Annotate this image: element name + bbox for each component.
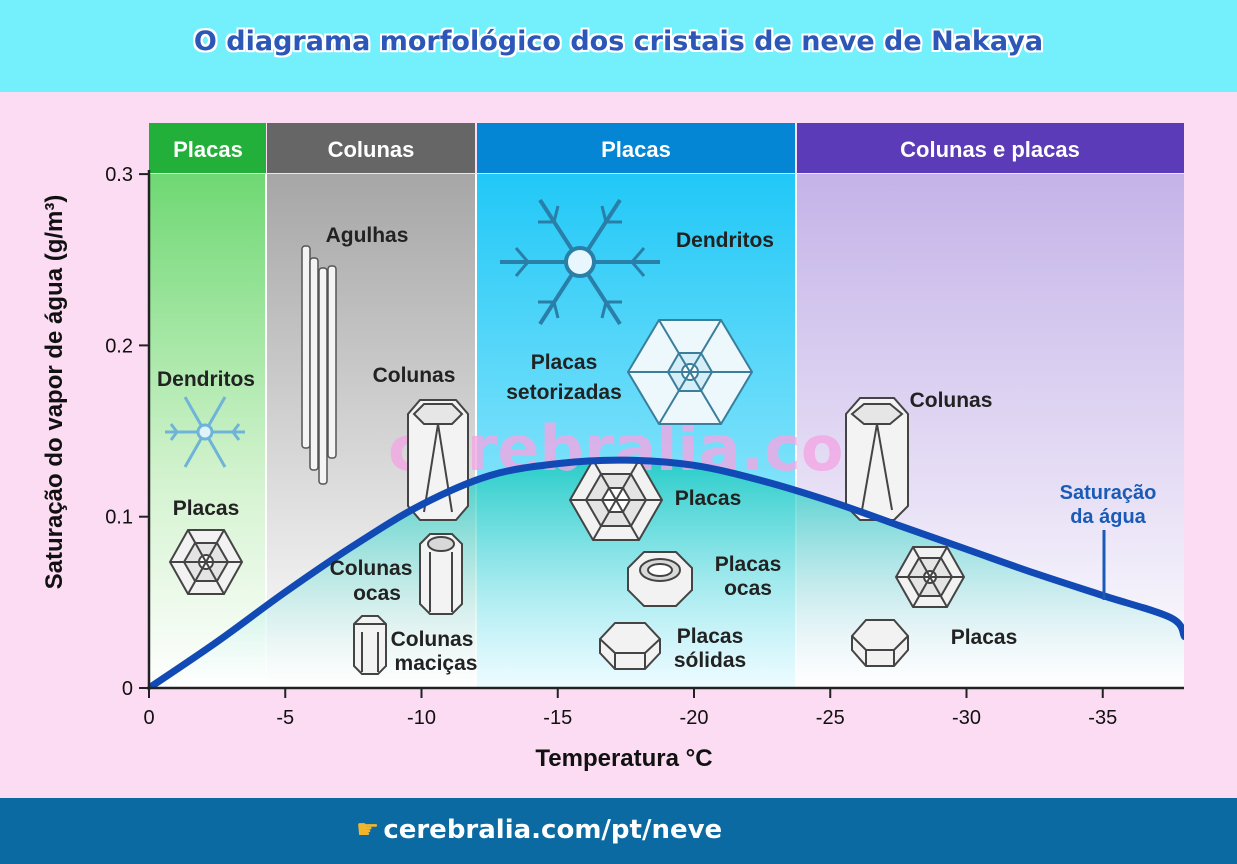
y-tick-label: 0.2 [105, 335, 133, 357]
label-placas-solidas-2: sólidas [674, 649, 746, 672]
hexagonal-plate-crystal-icon [168, 529, 244, 595]
dendrite-crystal-icon [165, 396, 245, 468]
saturation-label-line2: da água [1070, 506, 1146, 528]
zone-label-colunas: Colunas [328, 137, 415, 162]
label-placas-2: Placas [675, 487, 742, 510]
label-placas-solidas-1: Placas [677, 625, 744, 648]
y-axis-ticks: 0 0.1 0.2 0.3 [105, 164, 149, 700]
x-tick-label: 0 [143, 707, 154, 729]
needle-crystal-icon [301, 245, 337, 485]
watermark: cerebralia.com [388, 412, 908, 485]
zone-headers: Placas Colunas Placas Colunas e placas [149, 123, 1184, 173]
zone-header-placas-1 [149, 123, 266, 173]
x-tick-label: -10 [407, 707, 436, 729]
x-tick-label: -5 [276, 707, 294, 729]
zone-header-colunas-placas [797, 123, 1184, 173]
x-tick-label: -35 [1088, 707, 1117, 729]
label-colunas-2: Colunas [910, 389, 993, 412]
saturation-label-line1: Saturação [1060, 482, 1157, 504]
column-crystal-icon [407, 399, 469, 521]
label-colunas-ocas-2: ocas [353, 582, 401, 605]
label-colunas-ocas-1: Colunas [330, 557, 413, 580]
solid-plate-crystal-icon [599, 622, 661, 670]
x-tick-label: -30 [952, 707, 981, 729]
y-tick-label: 0.3 [105, 164, 133, 186]
hollow-column-crystal-icon [419, 533, 463, 615]
label-placas-ocas-1: Placas [715, 553, 782, 576]
y-tick-label: 0.1 [105, 507, 133, 529]
hexagonal-plate-crystal-icon [894, 546, 966, 608]
label-dendritos-2: Dendritos [676, 229, 774, 252]
label-colunas-macicas-1: Colunas [391, 628, 474, 651]
hollow-plate-crystal-icon [627, 551, 693, 607]
zone-label-placas-1: Placas [173, 137, 243, 162]
zone-header-colunas [267, 123, 475, 173]
solid-column-crystal-icon [353, 615, 387, 675]
label-colunas-1: Colunas [373, 364, 456, 387]
label-placas-setorizadas-2: setorizadas [506, 381, 622, 404]
x-tick-label: -25 [816, 707, 845, 729]
x-axis-title: Temperatura °C [535, 745, 712, 772]
label-placas-ocas-2: ocas [724, 577, 772, 600]
dendrite-crystal-icon [500, 198, 660, 326]
label-placas-setorizadas-1: Placas [531, 351, 598, 374]
label-placas-1: Placas [173, 497, 240, 520]
label-agulhas: Agulhas [326, 224, 409, 247]
sectored-plate-crystal-icon [626, 319, 754, 425]
zone-header-placas-2 [477, 123, 795, 173]
x-axis-ticks: 0 -5 -10 -15 -20 -25 -30 -35 [143, 688, 1117, 729]
footer-banner [0, 798, 1237, 864]
title-banner [0, 0, 1237, 92]
solid-plate-crystal-icon [851, 619, 909, 667]
y-axis-title: Saturação do vapor de água (g/m³) [41, 195, 68, 590]
footer-link[interactable]: ☛cerebralia.com/pt/neve [356, 815, 722, 845]
label-dendritos-1: Dendritos [157, 368, 255, 391]
zone-label-placas-2: Placas [601, 137, 671, 162]
label-colunas-macicas-2: maciças [395, 652, 478, 675]
label-placas-3: Placas [951, 626, 1018, 649]
morphology-diagram: Placas Colunas Placas Colunas e placas c… [41, 123, 1184, 772]
pointing-hand-icon: ☛ [356, 815, 380, 845]
crystal-labels: Dendritos Placas Agulhas Colunas Colunas… [157, 224, 1017, 675]
saturation-curve [149, 456, 1184, 688]
page-title: O diagrama morfológico dos cristais de n… [193, 26, 1044, 57]
footer-link-text: cerebralia.com/pt/neve [383, 815, 723, 845]
zone-label-colunas-placas: Colunas e placas [900, 137, 1080, 162]
column-crystal-icon [845, 397, 909, 521]
x-tick-label: -15 [543, 707, 572, 729]
y-tick-label: 0 [122, 678, 133, 700]
axes [147, 170, 1184, 690]
x-tick-label: -20 [680, 707, 709, 729]
